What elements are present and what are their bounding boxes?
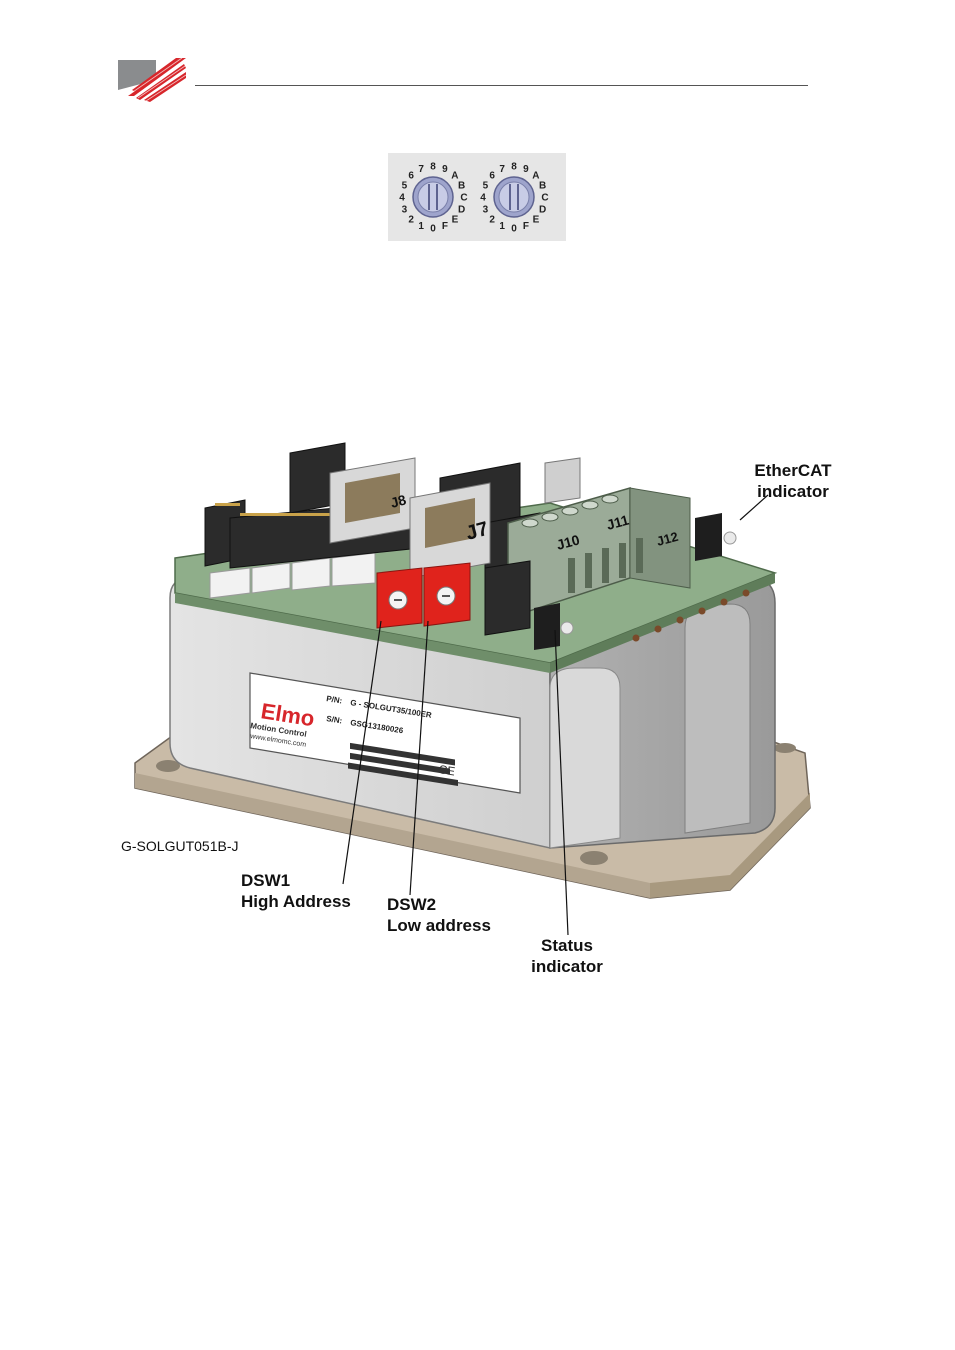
dsw1-callout-title: DSW1	[241, 870, 351, 891]
dial-digit: 5	[402, 181, 408, 192]
dial-digit: 1	[418, 221, 424, 232]
dsw2-callout-title: DSW2	[387, 894, 491, 915]
status-callout-desc: indicator	[525, 956, 609, 977]
dial-digit: D	[458, 204, 465, 215]
dial-digit: 2	[408, 214, 414, 225]
dial-digit: 9	[523, 164, 529, 175]
dsw1-switch	[377, 568, 422, 628]
dial-digit: C	[460, 193, 467, 204]
dial-digit: 0	[430, 224, 436, 235]
dial-digit: C	[541, 193, 548, 204]
dial-digit: 4	[399, 193, 405, 204]
figure-caption: G-SOLGUT051B-J	[121, 838, 238, 854]
dial-digit: 9	[442, 164, 448, 175]
status-callout-title: Status	[525, 935, 609, 956]
dial-digit: E	[533, 214, 540, 225]
dsw2-callout-desc: Low address	[387, 915, 491, 936]
ethercat-callout-desc: indicator	[748, 481, 838, 502]
dial-digit: 8	[511, 162, 517, 173]
dsw2-callout: DSW2 Low address	[387, 894, 491, 936]
dial-digit: 3	[483, 204, 489, 215]
dial-digit: 6	[489, 171, 495, 182]
dial-digit: E	[452, 214, 459, 225]
dial-digit: 8	[430, 162, 436, 173]
dial-digit: 3	[402, 204, 408, 215]
dsw1-callout: DSW1 High Address	[241, 870, 351, 912]
dial-digit: 5	[483, 181, 489, 192]
dial-digit: 7	[418, 164, 424, 175]
dial-digit: 6	[408, 171, 414, 182]
ethercat-indicator-led	[695, 513, 736, 561]
dial-digit: B	[539, 181, 546, 192]
dial-digit: 7	[499, 164, 505, 175]
dsw1-callout-desc: High Address	[241, 891, 351, 912]
label-ce-mark: CE	[438, 762, 457, 778]
header-rule	[195, 85, 808, 86]
dsw2-switch	[424, 563, 470, 626]
dial-digit: 4	[480, 193, 486, 204]
ethercat-callout: EtherCAT indicator	[748, 460, 838, 502]
ethercat-callout-title: EtherCAT	[748, 460, 838, 481]
dial-digit: D	[539, 204, 546, 215]
status-callout: Status indicator	[525, 935, 609, 977]
dial-digit: F	[523, 221, 529, 232]
dial-digit: B	[458, 181, 465, 192]
dial-digit: 0	[511, 224, 517, 235]
dial-digit: 2	[489, 214, 495, 225]
elmo-stripe-logo-icon	[118, 56, 188, 102]
dial-digit: F	[442, 221, 448, 232]
dial-digit: 1	[499, 221, 505, 232]
servo-drive-illustration: Elmo Motion Control www.elmomc.com P/N: …	[130, 428, 820, 908]
